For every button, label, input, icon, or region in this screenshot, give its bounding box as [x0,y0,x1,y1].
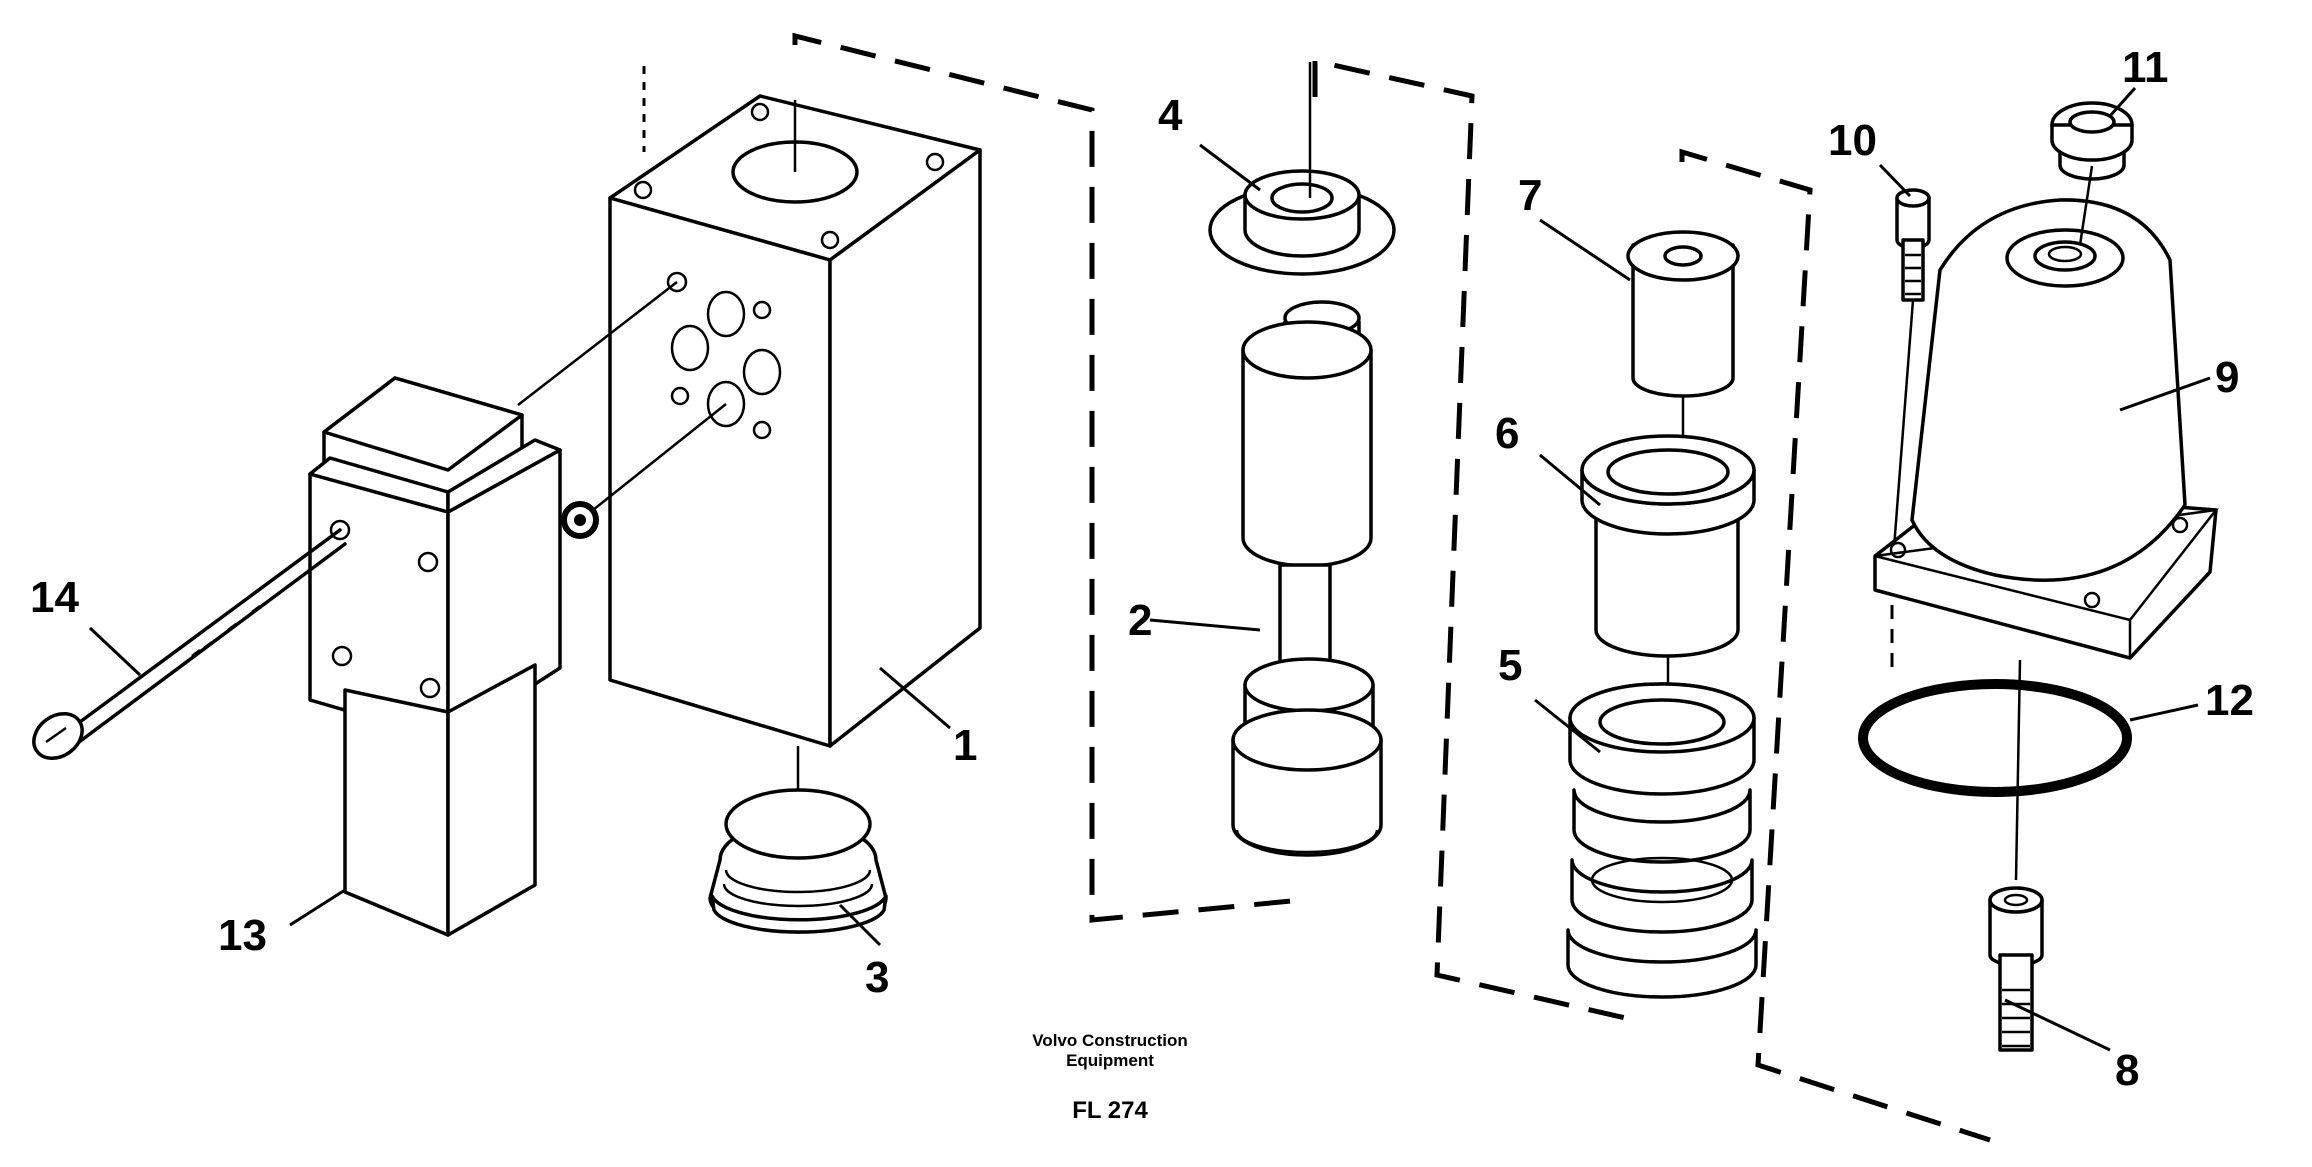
seal-ring [561,501,599,539]
part-14-screw [32,528,347,761]
part-7-sleeve [1626,230,1740,460]
callout-12: 12 [2205,676,2254,725]
part-2-spool [1231,300,1383,857]
caption-line-1: Volvo Construction [1032,1031,1188,1050]
callout-11: 11 [2122,43,2169,92]
part-1-valve-block [608,94,982,748]
callout-8: 8 [2115,1046,2139,1095]
callout-5: 5 [1498,641,1522,690]
part-10-screw [1892,188,1931,549]
callout-10: 10 [1828,116,1877,165]
part-9-cover [1873,165,2219,660]
leader-lines [88,87,2211,1052]
callout-labels: 1 2 3 4 5 6 7 8 9 10 11 12 13 14 [30,43,2254,1095]
part-13-solenoid [308,376,562,937]
part-4-cap [1208,62,1396,276]
solenoid-connection-lines [517,281,727,511]
caption-line-2: Equipment [1066,1051,1154,1070]
part-12-o-ring [1858,659,2132,881]
callout-4: 4 [1158,91,1183,140]
callout-13: 13 [218,911,267,960]
callout-1: 1 [953,721,977,770]
callout-6: 6 [1495,409,1519,458]
callout-7: 7 [1518,171,1542,220]
part-5-spring [1566,682,1758,999]
part-3-plug [708,746,888,934]
callout-3: 3 [865,953,889,1002]
figure-code: FL 274 [1072,1097,1148,1124]
figure-caption: Volvo Construction Equipment FL 274 [1032,1031,1188,1124]
part-8-bolt [1988,886,2044,1052]
callout-2: 2 [1128,596,1152,645]
callout-14: 14 [30,573,79,622]
part-6-cup [1580,434,1756,700]
assembly-dashed-lines [642,32,1991,1143]
callout-9: 9 [2215,353,2239,402]
